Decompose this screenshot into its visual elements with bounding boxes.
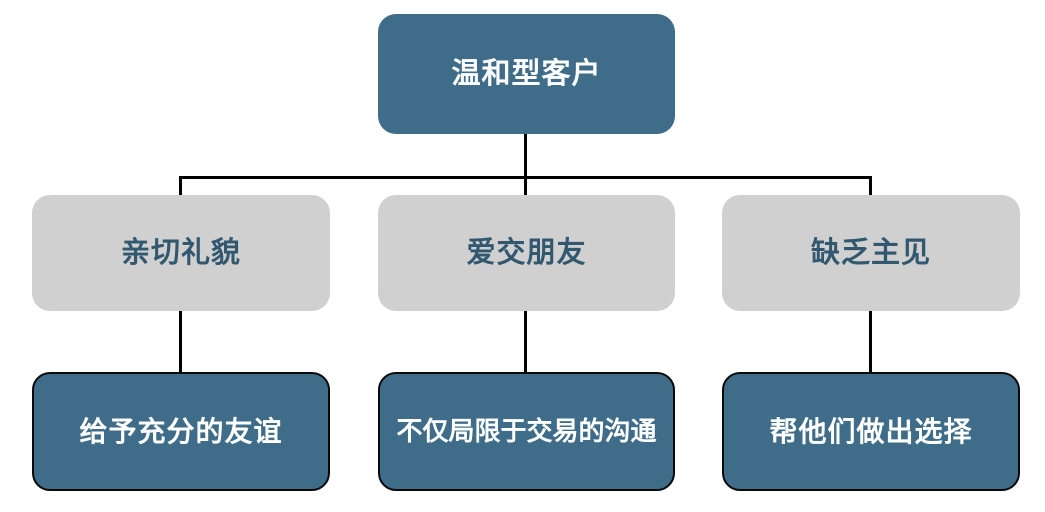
connector-drop-right [869, 176, 872, 196]
node-trait-friendly: 爱交朋友 [378, 195, 675, 311]
connector-link-center [524, 311, 527, 373]
node-trait-indecisive: 缺乏主见 [722, 195, 1020, 311]
connector-link-left [179, 311, 182, 373]
node-action-beyond-transaction: 不仅局限于交易的沟通 [378, 372, 675, 491]
node-root-customer-type: 温和型客户 [378, 14, 675, 134]
node-trait-polite: 亲切礼貌 [32, 195, 330, 311]
connector-link-right [869, 311, 872, 373]
connector-drop-left [179, 176, 182, 196]
node-action-give-friendship: 给予充分的友谊 [32, 372, 330, 491]
node-action-help-choose: 帮他们做出选择 [722, 372, 1020, 491]
connector-drop-center [524, 176, 527, 196]
connector-root-vertical [524, 134, 527, 178]
